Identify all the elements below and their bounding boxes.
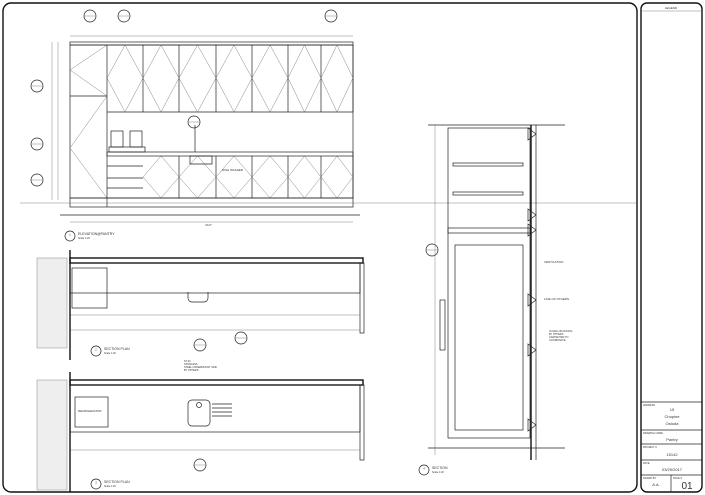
sink-note: STEEL UNDERMOUNT SINK xyxy=(184,366,217,369)
sink xyxy=(187,399,211,427)
view-number: 2 xyxy=(95,348,97,352)
blocking-note: COORDINATE xyxy=(549,339,566,342)
door-swing xyxy=(251,44,289,113)
door-swing xyxy=(69,44,108,97)
refrigerator xyxy=(454,244,524,431)
drawing-frame xyxy=(2,2,638,493)
sink-note: BY OTHERS xyxy=(184,369,199,372)
section-plan-2: REFRIGERATOR ST-01 STAINLESS STEEL UNDER… xyxy=(36,360,365,492)
door-swing xyxy=(287,155,322,199)
address-label: ADDRESS xyxy=(643,404,655,407)
drawing-name-label: DRAWING NAME xyxy=(643,432,663,435)
wall-hatch xyxy=(36,257,68,349)
project-label: PROJECT # xyxy=(643,446,657,449)
wall-hatch xyxy=(36,379,68,491)
date-value: 03/29/2017 xyxy=(662,467,683,472)
project-number: 15142 xyxy=(666,452,678,457)
address-line: Ostoda xyxy=(666,421,680,426)
sink-note: STAINLESS xyxy=(184,363,198,366)
ventilation-label: VENTILATION xyxy=(544,260,563,264)
sink-note: ST-01 xyxy=(184,360,191,363)
elevation-pantry: DISH WASHER 4727 xyxy=(20,9,636,472)
title-block: LEGEND ADDRESS 15 Chopine Ostoda DRAWING… xyxy=(641,6,702,492)
blocking-note: CARPENTER TO xyxy=(549,336,569,339)
view-scale: Scale 1:20 xyxy=(104,485,116,488)
address-line: 15 xyxy=(670,407,675,412)
hinge-icon xyxy=(527,127,537,141)
address-line: Chopine xyxy=(665,414,681,419)
door-swing xyxy=(320,44,354,113)
hinge-icon xyxy=(527,223,537,237)
hinge-icon xyxy=(527,208,537,222)
hinge-icon xyxy=(527,343,537,357)
page-number: 01 xyxy=(681,481,693,492)
refrigerator-label: REFRIGERATOR xyxy=(78,409,102,413)
door-swing xyxy=(215,44,253,113)
refrigerator xyxy=(74,396,109,428)
date-label: DATE xyxy=(643,462,650,465)
view-number-icon xyxy=(418,464,430,476)
view-number-icon xyxy=(64,230,76,242)
drawn-by: A.A. xyxy=(652,482,660,487)
drawn-by-label: DRAWN BY xyxy=(643,477,657,480)
door-swing xyxy=(287,44,322,113)
door-swing xyxy=(142,44,180,113)
view-number: 3 xyxy=(95,481,97,485)
page-label: PAGE # xyxy=(673,477,682,480)
door-swing xyxy=(178,155,217,199)
door-swing xyxy=(69,95,108,199)
hinge-icon xyxy=(527,293,537,307)
view-scale: Scale 1:20 xyxy=(104,352,116,355)
line-label: LINE OF OTHERS xyxy=(544,297,569,301)
view-number-icon xyxy=(90,478,102,490)
dimension-label: 4727 xyxy=(205,223,212,227)
view-number: 4 xyxy=(423,467,425,471)
view-title: SECTION PLAN xyxy=(104,347,130,351)
blocking-note: IN WALL BLOCKING xyxy=(549,330,572,333)
door-swing xyxy=(142,155,180,199)
drawing-name: Pantry xyxy=(666,437,678,442)
blocking-note: BY OTHERS xyxy=(549,333,564,336)
view-number-icon xyxy=(90,345,102,357)
dishwasher-label: DISH WASHER xyxy=(222,168,244,172)
section-view: VENTILATION LINE OF OTHERS IN WALL BLOCK… xyxy=(428,124,572,460)
view-title: SECTION xyxy=(432,466,448,470)
door-swing xyxy=(215,155,253,199)
view-title: SECTION PLAN xyxy=(104,480,130,484)
hinge-icon xyxy=(527,418,537,432)
sink xyxy=(187,292,209,303)
door-swing xyxy=(251,155,289,199)
view-scale: Scale 1:20 xyxy=(432,471,444,474)
view-title: ELEVATION@PANTRY xyxy=(78,232,115,236)
title-block-frame xyxy=(640,2,703,493)
door-swing xyxy=(106,44,144,113)
section-plan-1 xyxy=(36,250,365,360)
view-scale: Scale 1:20 xyxy=(78,237,90,240)
door-swing xyxy=(178,44,217,113)
view-number: 1 xyxy=(69,233,71,237)
legend-label: LEGEND xyxy=(665,6,678,10)
door-swing xyxy=(320,155,354,199)
